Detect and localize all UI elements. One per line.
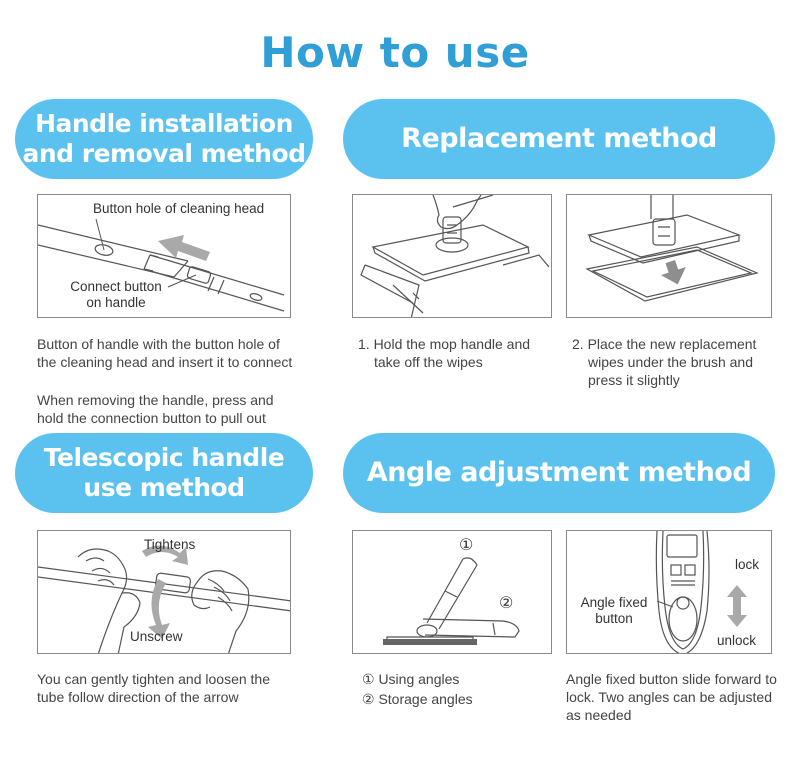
replacement-step1-illustration: [352, 194, 552, 318]
section-title-angle-adjustment: Angle adjustment method: [343, 433, 775, 513]
angle-caption-storage: ② Storage angles: [362, 690, 473, 707]
angle-button-drawing: [655, 531, 747, 653]
handle-installation-drawing: [38, 218, 285, 312]
replacement-caption-1: 1. Hold the mop handle and take off the …: [358, 336, 531, 370]
angle-caption-using: ① Using angles: [362, 671, 460, 687]
section-title-line2: and removal method: [22, 139, 306, 168]
handle-installation-illustration: Button hole of cleaning head Connect but…: [37, 194, 291, 318]
label-fixed-line2: button: [595, 610, 633, 626]
angle-caption-lock: Angle fixed button slide forward to lock…: [566, 671, 777, 723]
angle-caption-group: ① Using angles ② Storage angles: [362, 671, 552, 709]
label-lock: lock: [735, 557, 760, 572]
label-connect-line1: Connect button: [70, 279, 162, 294]
page-title: How to use: [260, 28, 530, 77]
angle-positions-drawing: [383, 557, 520, 645]
label-tightens: Tightens: [144, 537, 196, 552]
section-title-line1: Telescopic handle: [43, 442, 285, 472]
angle-positions-illustration: ① ②: [352, 530, 552, 654]
section-title-line2: use method: [83, 473, 245, 502]
telescopic-caption: You can gently tighten and loosen the tu…: [37, 671, 271, 705]
replacement-step1-drawing: [360, 195, 550, 317]
label-unscrew: Unscrew: [130, 629, 183, 644]
label-fixed-line1: Angle fixed: [580, 595, 648, 610]
marker-storage-angle: ②: [499, 595, 514, 612]
handle-caption-2: When removing the handle, press and hold…: [37, 392, 274, 426]
label-connect-line2: on handle: [86, 294, 146, 310]
telescopic-handle-illustration: Tightens Unscrew: [37, 530, 291, 654]
replacement-step2-illustration: [566, 194, 772, 318]
handle-caption-1: Button of handle with the button hole of…: [37, 336, 293, 370]
section-title-replacement: Replacement method: [343, 99, 775, 179]
replacement-caption-2: 2. Place the new replacement wipes under…: [572, 336, 757, 388]
label-button-hole: Button hole of cleaning head: [93, 201, 265, 216]
marker-using-angle: ①: [459, 537, 474, 554]
section-title-line1: Handle installation: [35, 108, 293, 138]
replacement-step2-drawing: [585, 195, 759, 302]
label-unlock: unlock: [717, 633, 757, 648]
telescopic-handle-drawing: [38, 545, 290, 653]
